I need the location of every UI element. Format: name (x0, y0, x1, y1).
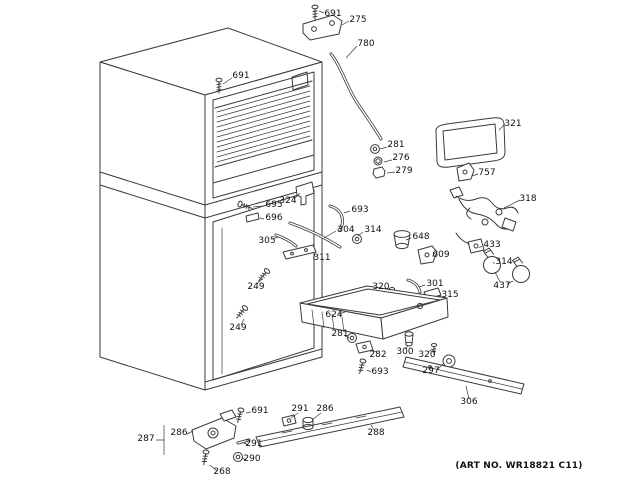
part-label-301: 301 (426, 279, 443, 289)
part-label-437: 437 (493, 281, 510, 291)
part-pan-624 (299, 285, 449, 340)
part-seal-276 (373, 156, 383, 166)
part-sleeve-696 (245, 212, 260, 223)
part-label-297: 297 (422, 366, 439, 376)
part-washer-297 (442, 354, 456, 368)
kick-line (204, 348, 323, 383)
part-elbow-301 (406, 278, 422, 294)
part-label-282: 282 (369, 350, 386, 360)
part-water-tube-780 (329, 52, 383, 141)
part-label-691-top: 691 (324, 9, 341, 19)
part-screw-691-top (311, 4, 319, 21)
part-label-300: 300 (396, 347, 413, 357)
part-support-311 (282, 244, 317, 260)
part-screw-693-lower (356, 357, 367, 375)
leader-lines (156, 10, 521, 472)
part-label-286-upper: 286 (316, 404, 333, 414)
fresh-food-opening (212, 189, 315, 381)
part-label-314-upper: 314 (364, 225, 381, 235)
part-label-281-lower: 281 (331, 329, 348, 339)
part-top-hinge-bracket-275 (302, 14, 343, 41)
part-bracket-609 (417, 245, 438, 265)
part-label-249-upper: 249 (247, 282, 264, 292)
freezer-shelf-line (212, 154, 315, 184)
part-label-279: 279 (395, 166, 412, 176)
part-label-696: 696 (265, 213, 282, 223)
freezer-opening (212, 71, 315, 199)
part-label-276: 276 (392, 153, 409, 163)
part-label-691-topleft: 691 (232, 71, 249, 81)
part-nut-279 (372, 166, 386, 179)
part-clip-757 (456, 162, 475, 182)
part-label-315: 315 (441, 290, 458, 300)
side-door-split-lines (99, 171, 206, 219)
cabinet-front-face (204, 61, 323, 391)
cabinet-side-face (99, 61, 206, 391)
part-label-691-bottom: 691 (251, 406, 268, 416)
part-cam-286-upper (302, 416, 314, 431)
part-lamp-socket-433 (455, 232, 485, 254)
part-fitting-281-upper (370, 144, 380, 154)
part-label-320-lower: 320 (418, 350, 435, 360)
part-labels: 691 275 780 691 321 281 276 279 757 318 … (137, 9, 536, 477)
part-screw-268 (200, 449, 210, 466)
part-label-304: 304 (337, 225, 354, 235)
part-label-693-upper: 693 (351, 205, 368, 215)
part-label-290: 290 (243, 454, 260, 464)
part-bulb-437-b (512, 256, 530, 283)
part-label-624: 624 (325, 310, 342, 320)
part-label-287: 287 (137, 434, 154, 444)
part-label-311: 311 (313, 253, 330, 263)
part-tray-321 (435, 117, 506, 168)
part-hinge-assembly-286 (191, 409, 237, 450)
part-label-288: 288 (367, 428, 384, 438)
part-label-318: 318 (519, 194, 536, 204)
part-washer-290 (233, 452, 243, 462)
part-label-609: 609 (432, 250, 449, 260)
part-label-321: 321 (504, 119, 521, 129)
part-label-291-lower: 291 (245, 439, 262, 449)
part-label-433: 433 (483, 240, 500, 250)
part-label-695: 695 (265, 200, 282, 210)
freezer-vent-box (291, 71, 309, 91)
freezer-vent-grille (216, 85, 311, 163)
part-tube-693-upper (328, 204, 345, 232)
part-label-648: 648 (412, 232, 429, 242)
part-label-249-lower: 249 (229, 323, 246, 333)
part-label-281-upper: 281 (387, 140, 404, 150)
part-label-286-plate: 286 (170, 428, 187, 438)
part-wire-harness-318 (449, 186, 519, 232)
part-door-rail-306 (402, 356, 525, 395)
part-label-305: 305 (258, 236, 275, 246)
part-label-757: 757 (478, 168, 495, 178)
part-cam-291-upper (281, 414, 297, 427)
part-grommet-314-upper (352, 234, 362, 244)
part-front-rail-288 (255, 406, 405, 448)
part-screw-691-bottom (234, 406, 245, 424)
part-fitting-300 (404, 331, 414, 347)
parts-layer (191, 4, 530, 466)
part-label-693-lower: 693 (371, 367, 388, 377)
part-fill-cup-324 (295, 181, 315, 206)
part-cup-648 (393, 230, 411, 250)
part-label-324: 324 (279, 196, 296, 206)
grille-borders (214, 80, 313, 168)
part-fill-tube-304 (288, 221, 342, 249)
part-label-275: 275 (349, 15, 366, 25)
part-tube-305 (274, 233, 298, 248)
part-label-306: 306 (460, 397, 477, 407)
part-label-314-right: 314 (495, 257, 512, 267)
part-label-291-upper: 291 (291, 404, 308, 414)
part-pin-291-lower (236, 438, 251, 445)
part-label-320-upper: 320 (372, 282, 389, 292)
refrigerator-cabinet (99, 27, 323, 391)
art-number: (ART NO. WR18821 C11) (455, 461, 582, 471)
part-bracket-282 (355, 340, 374, 354)
part-label-268: 268 (213, 467, 230, 477)
part-label-780: 780 (357, 39, 374, 49)
